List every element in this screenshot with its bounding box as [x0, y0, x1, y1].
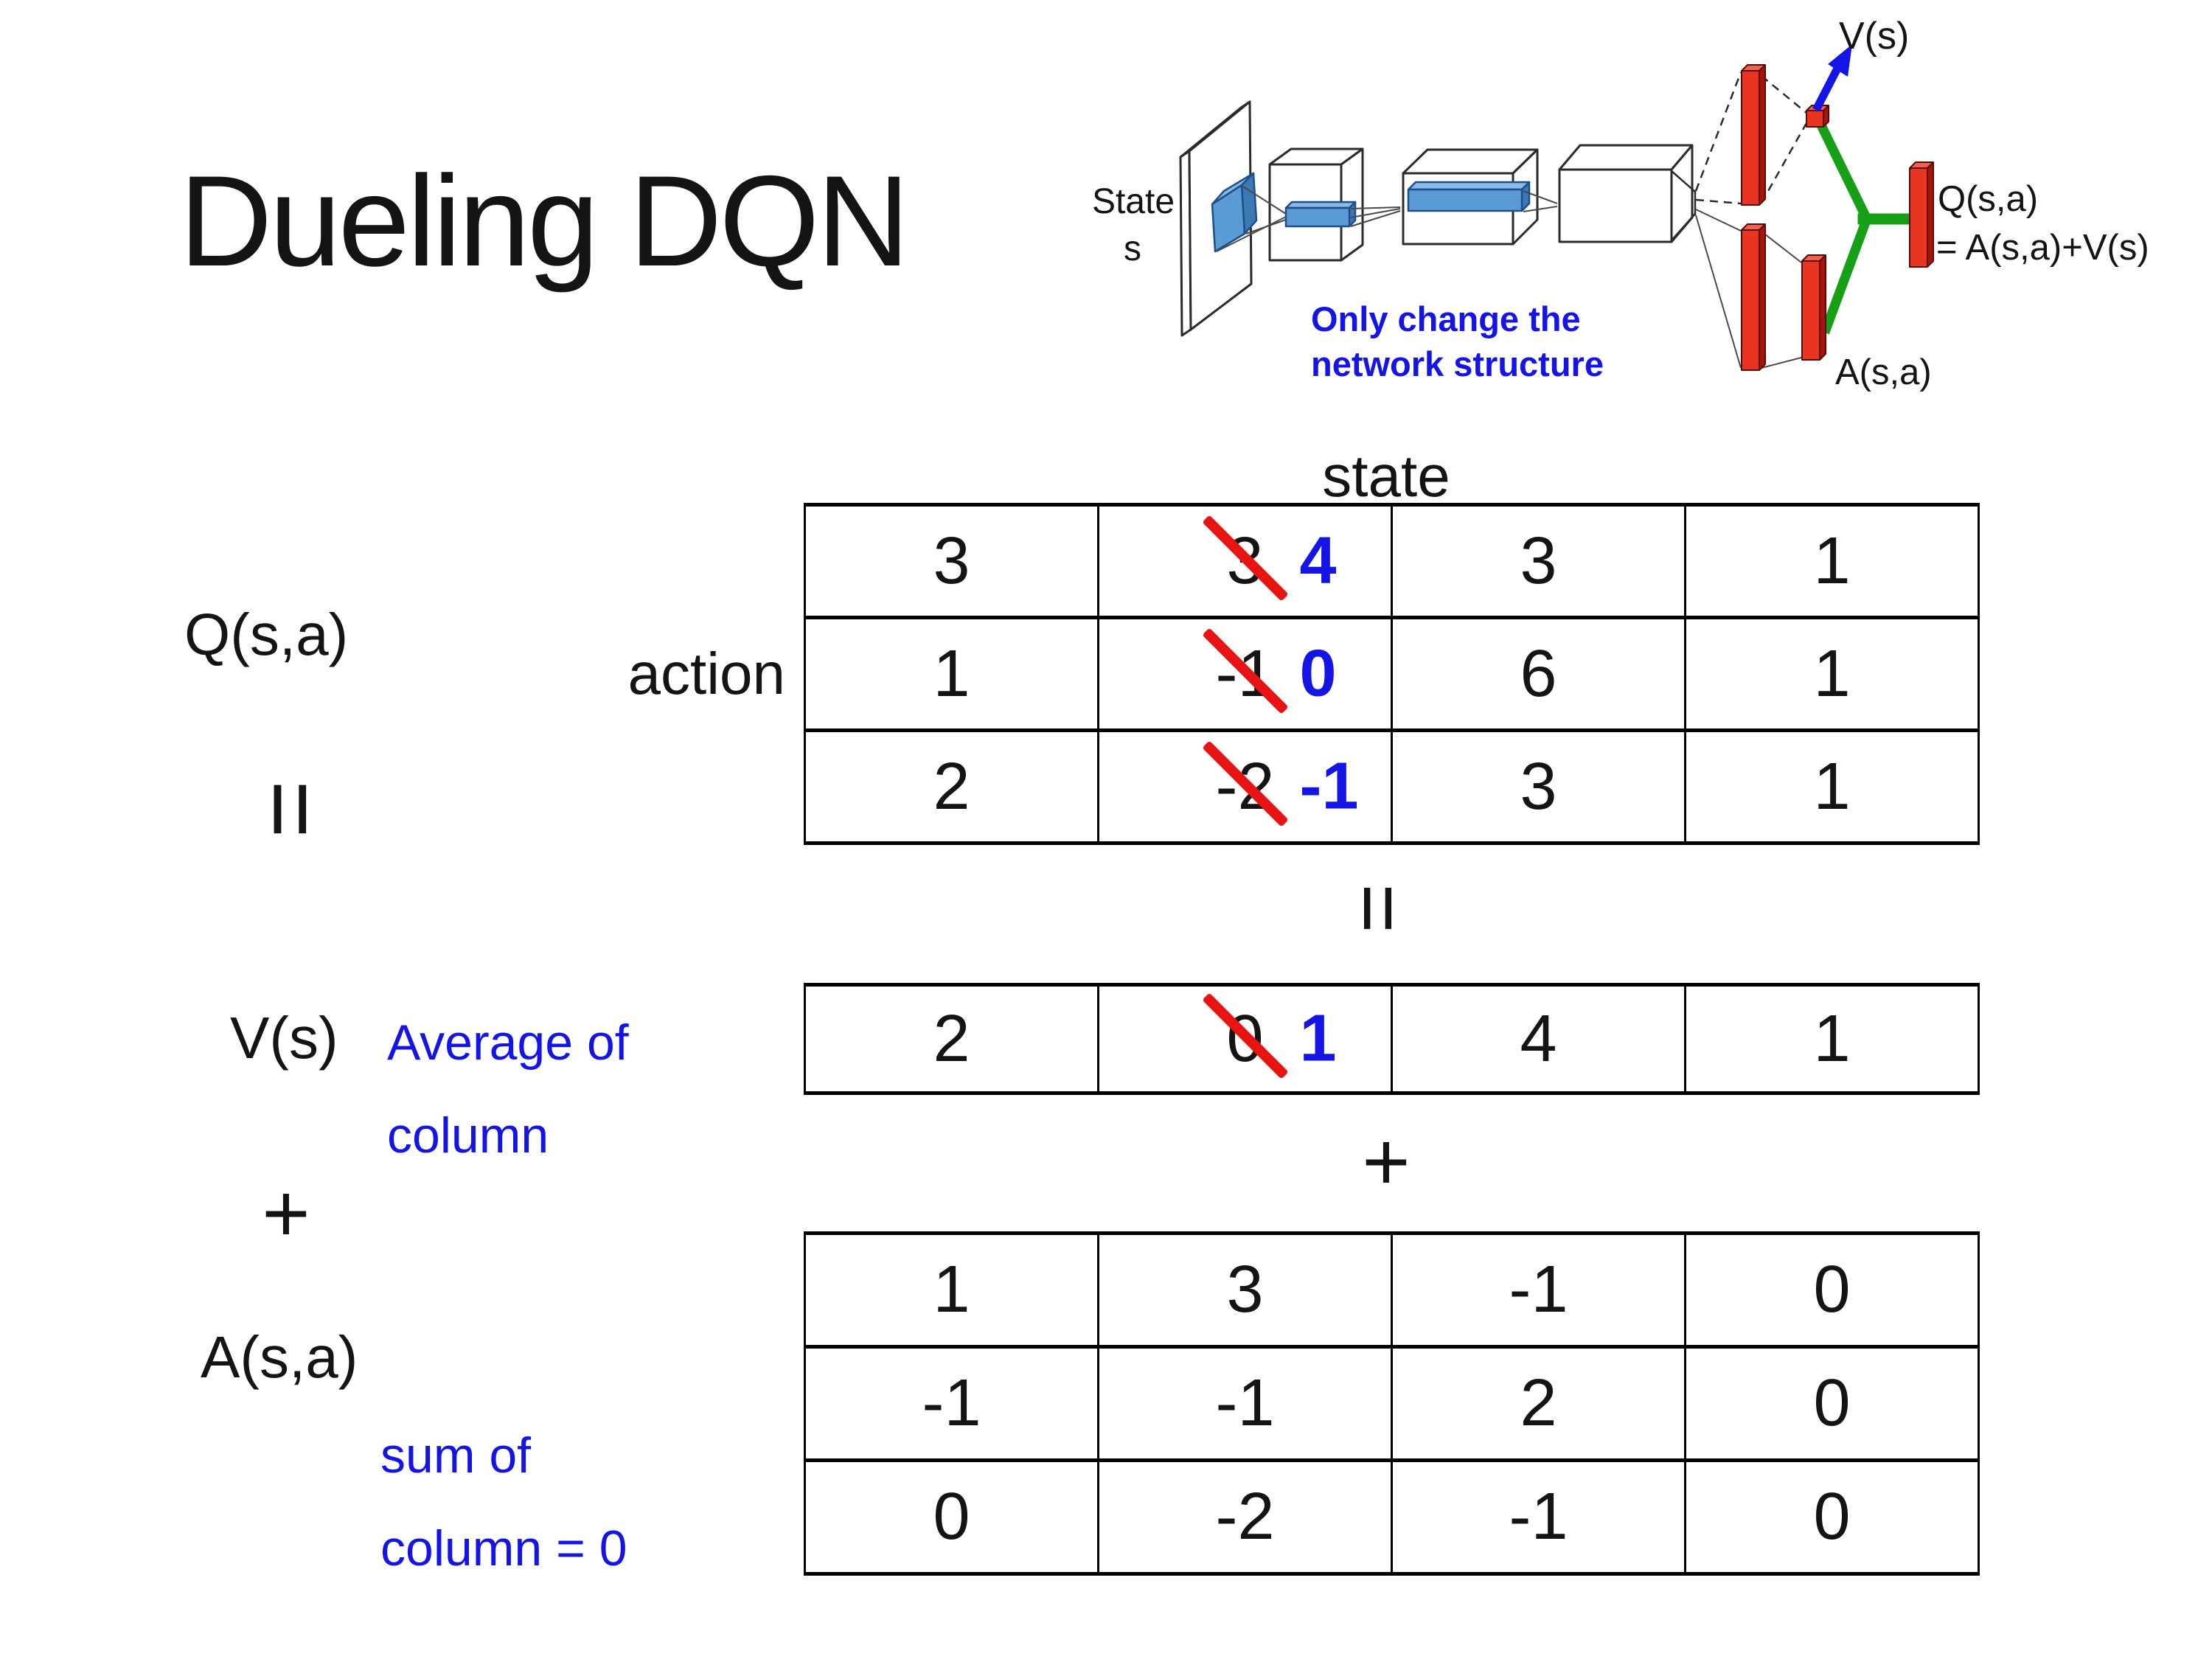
table-row: 1 -1 0 6 1: [804, 616, 1980, 732]
cell: 3: [1391, 503, 1686, 619]
diagram-note-line2: network structure: [1311, 344, 1604, 383]
v-function-label: V(s): [230, 1005, 338, 1071]
feature-bar1-shape: [1284, 201, 1357, 228]
note-line: column = 0: [380, 1520, 627, 1576]
v-value-table: 2 0 1 4 1: [804, 983, 1980, 1095]
cell: 0: [804, 1458, 1099, 1576]
cell: 3: [1391, 728, 1686, 845]
table-row: -1 -1 2 0: [804, 1345, 1980, 1462]
sum-join-shape: [1815, 120, 1916, 335]
cell: 1: [1684, 503, 1980, 619]
cell: 2: [804, 728, 1099, 845]
cell-updated: 0 1: [1097, 983, 1393, 1095]
advantage-output-bar-shape: [1801, 254, 1826, 361]
cell: -2: [1097, 1458, 1393, 1576]
value-scalar-node-shape: [1806, 105, 1829, 128]
value-hidden-bar-shape: [1741, 64, 1766, 206]
average-of-column-note: Average of column: [387, 997, 629, 1183]
cell: 6: [1391, 616, 1686, 732]
a-function-label: A(s,a): [201, 1324, 358, 1390]
cell: 2: [804, 983, 1099, 1095]
table-row: 2 -2 -1 3 1: [804, 728, 1980, 845]
advantage-hidden-bar-shape: [1741, 223, 1766, 371]
diagram-state-label: State: [1092, 182, 1175, 221]
plus-sign-left: +: [262, 1166, 310, 1259]
advantage-stream-lines: [1695, 209, 1802, 369]
new-value: 0: [1299, 636, 1337, 711]
new-value: 1: [1299, 1001, 1337, 1076]
diagram-v-output-label: V(s): [1839, 15, 1909, 58]
table-row: 2 0 1 4 1: [804, 983, 1980, 1095]
new-value: 4: [1299, 524, 1337, 598]
flatten-funnel-lines: [1671, 170, 1697, 241]
cell-updated: 3 4: [1097, 503, 1393, 619]
receptive-field-lines: [1523, 190, 1558, 212]
table-row: 0 -2 -1 0: [804, 1458, 1980, 1576]
q-function-label: Q(s,a): [184, 602, 349, 667]
equals-sign-left: =: [235, 779, 347, 838]
cell-updated: -2 -1: [1097, 728, 1393, 845]
cell: 1: [804, 616, 1099, 732]
a-value-table: 1 3 -1 0 -1 -1 2 0 0 -2 -1 0: [804, 1231, 1980, 1576]
action-axis-label: action: [627, 641, 785, 706]
feature-bar2-shape: [1407, 181, 1531, 212]
sum-of-column-note: sum of column = 0: [380, 1410, 627, 1596]
cell: -1: [1097, 1345, 1393, 1462]
value-arrow-icon: [1812, 44, 1852, 112]
diagram-q-output-label: Q(s,a): [1938, 179, 2038, 219]
q-value-table: 3 3 4 3 1 1 -1 0 6 1 2 -2 -1 3 1: [804, 503, 1980, 845]
cell: 0: [1684, 1345, 1980, 1462]
cell: 1: [1684, 728, 1980, 845]
cell: 1: [804, 1231, 1099, 1349]
table-row: 3 3 4 3 1: [804, 503, 1980, 619]
diagram-a-output-label: A(s,a): [1835, 352, 1932, 392]
diagram-state-label-s: s: [1124, 229, 1141, 268]
note-line: Average of: [387, 1015, 629, 1071]
cell: 4: [1391, 983, 1686, 1095]
equals-sign-center: =: [1331, 883, 1426, 933]
plus-sign-center: +: [1362, 1115, 1411, 1208]
q-output-bar-shape: [1909, 161, 1934, 268]
cell: 1: [1684, 983, 1980, 1095]
cell: 2: [1391, 1345, 1686, 1462]
slide-title: Dueling DQN: [179, 150, 910, 293]
conv-layer3-cube-shape: [1558, 144, 1694, 243]
cell: -1: [804, 1345, 1099, 1462]
diagram-note-line1: Only change the: [1311, 299, 1581, 338]
cell: -1: [1391, 1231, 1686, 1349]
receptive-field-lines: [1216, 186, 1287, 252]
diagram-q-output-formula: = A(s,a)+V(s): [1936, 228, 2149, 268]
dueling-network-diagram: State s Only change the network structur…: [1092, 15, 2149, 392]
new-value: -1: [1299, 749, 1359, 824]
note-line: column: [387, 1107, 549, 1164]
cell: 3: [1097, 1231, 1393, 1349]
table-row: 1 3 -1 0: [804, 1231, 1980, 1349]
cell: -1: [1391, 1458, 1686, 1576]
cell: 3: [804, 503, 1099, 619]
value-stream-dashed-lines: [1694, 72, 1808, 205]
note-line: sum of: [380, 1427, 532, 1484]
cell: 0: [1684, 1231, 1980, 1349]
state-axis-label: state: [1322, 443, 1450, 509]
receptive-field-lines: [1350, 206, 1401, 227]
cell: 1: [1684, 616, 1980, 732]
cell-updated: -1 0: [1097, 616, 1393, 732]
cell: 0: [1684, 1458, 1980, 1576]
